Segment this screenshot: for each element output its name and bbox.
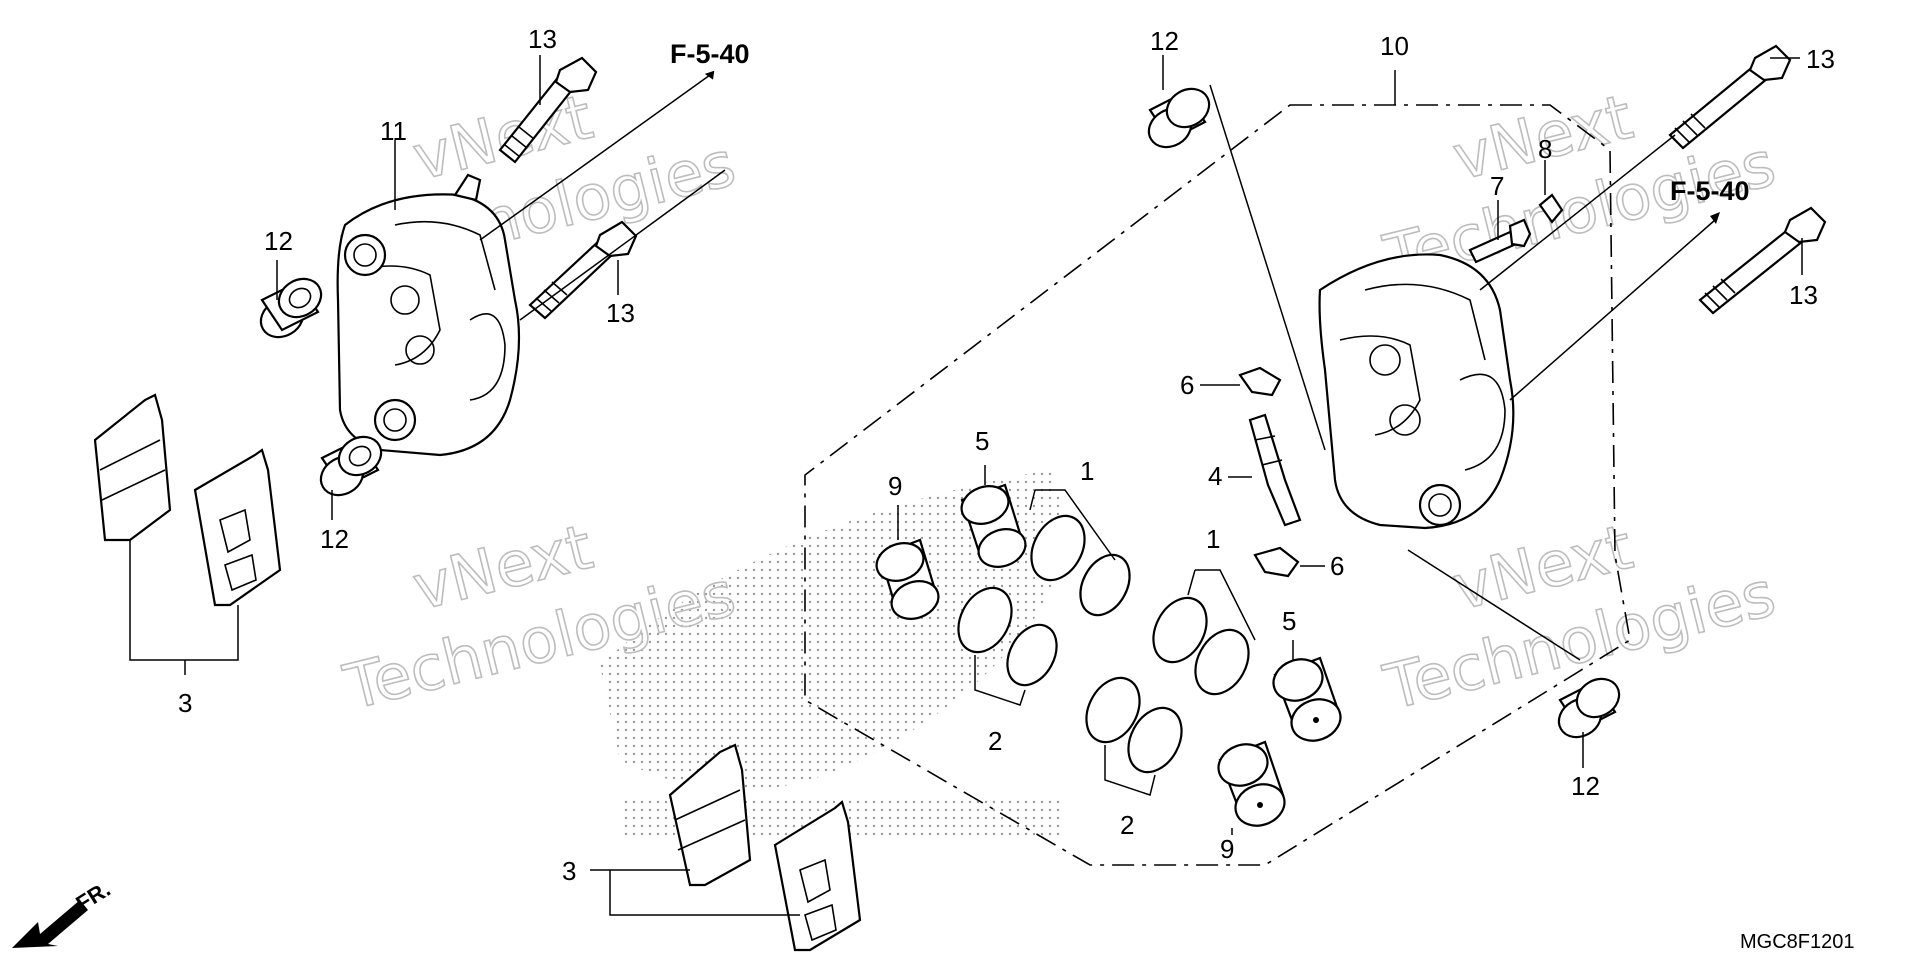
- bleeder-bolt-7: [1468, 218, 1532, 264]
- reference-f-5-40-left: F-5-40: [670, 39, 750, 69]
- seals-1-left: [1030, 514, 1131, 617]
- callout-9-right: 9: [1220, 834, 1234, 864]
- leader-lines: [129, 55, 1803, 916]
- watermark-wing-logo: [600, 470, 1063, 790]
- brake-pad-3-bottom-back: [668, 743, 752, 887]
- callout-6-lower: 6: [1330, 551, 1344, 581]
- piston-5-left: [960, 483, 1027, 568]
- front-direction-indicator: FR.: [12, 876, 115, 948]
- piston-5-right: [1272, 656, 1342, 742]
- right-caliper: [1318, 253, 1515, 530]
- callout-1-right: 1: [1206, 524, 1220, 554]
- brake-pad-3-bottom-front: [773, 800, 862, 952]
- callout-12-left-lower: 12: [320, 524, 349, 554]
- assembly-outline-10: [804, 104, 1631, 866]
- callout-3-left: 3: [178, 688, 192, 718]
- callout-2-right: 2: [1120, 810, 1134, 840]
- callout-6-upper: 6: [1180, 370, 1194, 400]
- bolt-13-right-lower: [1698, 206, 1827, 315]
- brake-pad-3-left-back: [93, 393, 172, 542]
- callout-13-right-upper: 13: [1806, 44, 1835, 74]
- pad-spring-4: [1248, 413, 1302, 527]
- bolt-13-left-upper: [498, 56, 598, 164]
- seals-2-left: [957, 586, 1058, 687]
- collar-12-left-upper: [259, 277, 323, 339]
- bolt-13-left-lower: [528, 220, 638, 320]
- bleeder-cap-8: [1538, 193, 1564, 224]
- callout-12-right-top: 12: [1150, 26, 1179, 56]
- callout-1-left: 1: [1080, 456, 1094, 486]
- callout-5-left: 5: [975, 426, 989, 456]
- collar-12-right-top: [1147, 87, 1211, 149]
- callout-13-left-lower: 13: [606, 298, 635, 328]
- callout-12-right-bottom: 12: [1571, 771, 1600, 801]
- callout-12-left-upper: 12: [264, 226, 293, 256]
- brake-pad-3-left-front: [193, 448, 282, 607]
- callout-5-right: 5: [1282, 606, 1296, 636]
- reference-f-5-40-right: F-5-40: [1670, 176, 1750, 206]
- collar-12-right-bottom: [1557, 677, 1621, 739]
- callout-4: 4: [1208, 461, 1222, 491]
- collar-12-left-lower: [319, 435, 383, 497]
- pad-clip-6-lower: [1253, 546, 1300, 578]
- callout-7: 7: [1490, 171, 1504, 201]
- seals-1-right: [1152, 596, 1250, 696]
- callout-10: 10: [1380, 31, 1409, 61]
- callout-13-left-upper: 13: [528, 24, 557, 54]
- piston-9-right: [1217, 740, 1286, 827]
- piston-9-left: [875, 538, 940, 620]
- callout-labels: 13 13 11 12 12 3 12 10 13 13 8 7 6 4 6 1…: [178, 24, 1835, 886]
- callout-3-bottom: 3: [562, 856, 576, 886]
- callout-11: 11: [380, 116, 407, 146]
- callout-2-left: 2: [988, 726, 1002, 756]
- callout-9-left: 9: [888, 471, 902, 501]
- diagram-code: MGC8F1201: [1740, 931, 1855, 953]
- callout-13-right-lower: 13: [1789, 280, 1818, 310]
- seals-2-right: [1085, 676, 1183, 774]
- bolt-13-right-upper: [1668, 44, 1792, 150]
- callout-8: 8: [1538, 134, 1552, 164]
- left-caliper: [336, 173, 521, 457]
- pad-clip-6-upper: [1238, 366, 1282, 397]
